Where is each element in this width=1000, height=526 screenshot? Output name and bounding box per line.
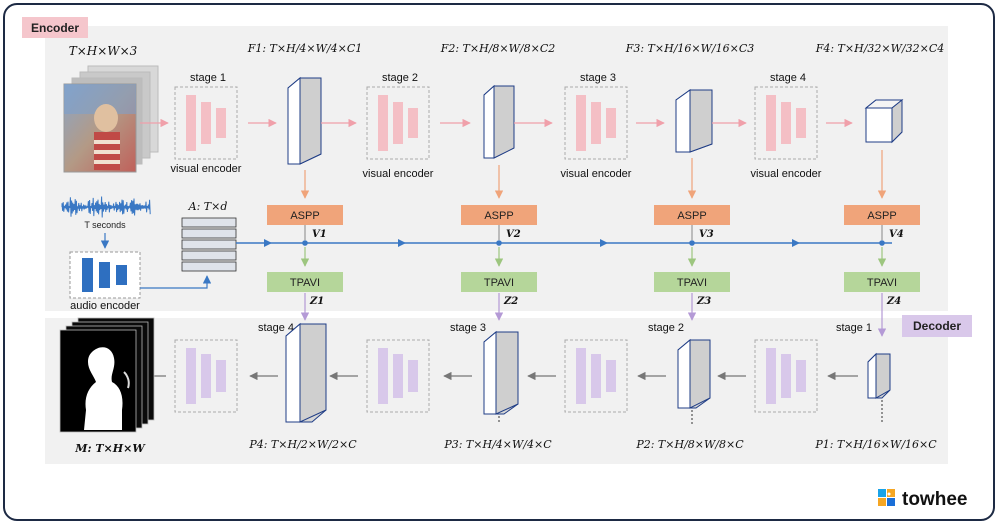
feature-map-f3 <box>675 89 713 153</box>
encoder-stage-2: stage 2 visual encoder F2: T×H/8×W/8×C2 … <box>363 42 556 321</box>
flow-arrowhead-1 <box>264 239 272 247</box>
decoder-stage-label: stage 1 <box>836 322 872 334</box>
encoder-stage-label: stage 3 <box>580 72 616 84</box>
v-label: V1 <box>312 229 327 240</box>
feature-label-f3: F3: T×H/16×W/16×C3 <box>625 42 755 55</box>
feature-map-p4 <box>285 322 327 423</box>
audio-bar-3 <box>116 265 127 285</box>
aspp-box <box>654 205 730 225</box>
decoder-block-box <box>174 339 238 413</box>
feature-label-f1: F1: T×H/4×W/4×C1 <box>247 42 363 55</box>
audio-feature-label: A: T×d <box>188 200 228 213</box>
audio-caption: T seconds <box>84 220 126 230</box>
tpavi-box <box>461 272 537 292</box>
flow-arrowhead-2 <box>398 239 406 247</box>
visual-encoder-label: visual encoder <box>561 168 632 180</box>
tpavi-label: TPAVI <box>484 277 514 289</box>
tpavi-label: TPAVI <box>677 277 707 289</box>
tpavi-box <box>267 272 343 292</box>
tpavi-box <box>654 272 730 292</box>
encoder-stage-4: stage 4 visual encoder F4: T×H/32×W/32×C… <box>751 42 945 337</box>
visual-encoder-label: visual encoder <box>171 163 242 175</box>
v-label: V2 <box>506 229 521 240</box>
feature-map-f2 <box>483 84 515 159</box>
feature-label-p1: P1: T×H/16×W/16×C <box>814 438 937 451</box>
decoder-block-box <box>754 339 818 413</box>
aspp-box <box>461 205 537 225</box>
decoder-stage-2: stage 2 P2: T×H/8×W/8×C <box>527 322 744 451</box>
video-dims: T×H×W×3 <box>69 44 138 58</box>
encoder-stage-label: stage 1 <box>190 72 226 84</box>
v-label: V4 <box>889 229 904 240</box>
decoder-stage-4: stage 4 P4: T×H/2×W/2×C <box>145 322 357 451</box>
z-label: Z4 <box>886 296 901 307</box>
audio-feature-stack <box>181 217 237 272</box>
visual-encoder-label: visual encoder <box>363 168 434 180</box>
decoder-tag-bg <box>902 315 972 337</box>
decoder-block-box <box>366 339 430 413</box>
decoder-stage-1: stage 1 P1: T×H/16×W/16×C <box>717 322 937 451</box>
feature-label-p4: P4: T×H/2×W/2×C <box>248 438 357 451</box>
output-mask-stack <box>59 317 155 433</box>
feature-map-p1 <box>867 352 891 399</box>
towhee-logo <box>878 489 895 506</box>
audio-to-feature-line <box>140 275 212 289</box>
brand-name: towhee <box>902 489 967 510</box>
z-label: Z3 <box>696 296 711 307</box>
encoder-stage-label: stage 2 <box>382 72 418 84</box>
aspp-box <box>267 205 343 225</box>
tpavi-label: TPAVI <box>867 277 897 289</box>
z-label: Z1 <box>309 296 324 307</box>
decoder-stage-label: stage 4 <box>258 322 294 334</box>
feature-label-f2: F2: T×H/8×W/8×C2 <box>440 42 556 55</box>
encoder-stage-1: stage 1 visual encoder F1: T×H/4×W/4×C1 … <box>171 42 363 321</box>
visual-encoder-box <box>754 86 818 160</box>
encoder-tag-bg <box>22 17 88 38</box>
z-label: Z2 <box>503 296 518 307</box>
audio-bar-2 <box>99 262 110 288</box>
aspp-label: ASPP <box>677 210 706 222</box>
flow-arrowhead-4 <box>792 239 800 247</box>
feature-map-f1 <box>287 76 322 165</box>
aspp-label: ASPP <box>484 210 513 222</box>
visual-encoder-box <box>174 86 238 160</box>
visual-encoder-box <box>564 86 628 160</box>
feature-map-p2 <box>677 338 711 409</box>
flow-arrowhead-3 <box>600 239 608 247</box>
decoder-stage-label: stage 2 <box>648 322 684 334</box>
tpavi-box <box>844 272 920 292</box>
decoder-tag: Decoder <box>913 319 961 333</box>
aspp-label: ASPP <box>867 210 896 222</box>
tpavi-label: TPAVI <box>290 277 320 289</box>
feature-label-f4: F4: T×H/32×W/32×C4 <box>815 42 945 55</box>
feature-map-f4 <box>864 98 904 144</box>
decoder-stage-label: stage 3 <box>450 322 486 334</box>
encoder-tag: Encoder <box>31 21 79 35</box>
visual-encoder-box <box>366 86 430 160</box>
mask-silhouette <box>84 347 123 430</box>
visual-encoder-label: visual encoder <box>751 168 822 180</box>
feature-map-p3 <box>483 330 519 415</box>
aspp-box <box>844 205 920 225</box>
audio-encoder-label: audio encoder <box>70 300 140 312</box>
audio-bar-1 <box>82 258 93 292</box>
aspp-label: ASPP <box>290 210 319 222</box>
feature-label-p2: P2: T×H/8×W/8×C <box>635 438 744 451</box>
decoder-block-box <box>564 339 628 413</box>
encoder-stage-label: stage 4 <box>770 72 806 84</box>
encoder-stage-3: stage 3 visual encoder F3: T×H/16×W/16×C… <box>561 42 755 321</box>
decoder-stage-3: stage 3 P3: T×H/4×W/4×C <box>329 322 552 451</box>
output-mask-label: M: T×H×W <box>74 442 146 455</box>
feature-label-p3: P3: T×H/4×W/4×C <box>443 438 552 451</box>
video-frames-stack <box>63 65 159 173</box>
v-label: V3 <box>699 229 714 240</box>
audio-waveform <box>61 196 151 218</box>
